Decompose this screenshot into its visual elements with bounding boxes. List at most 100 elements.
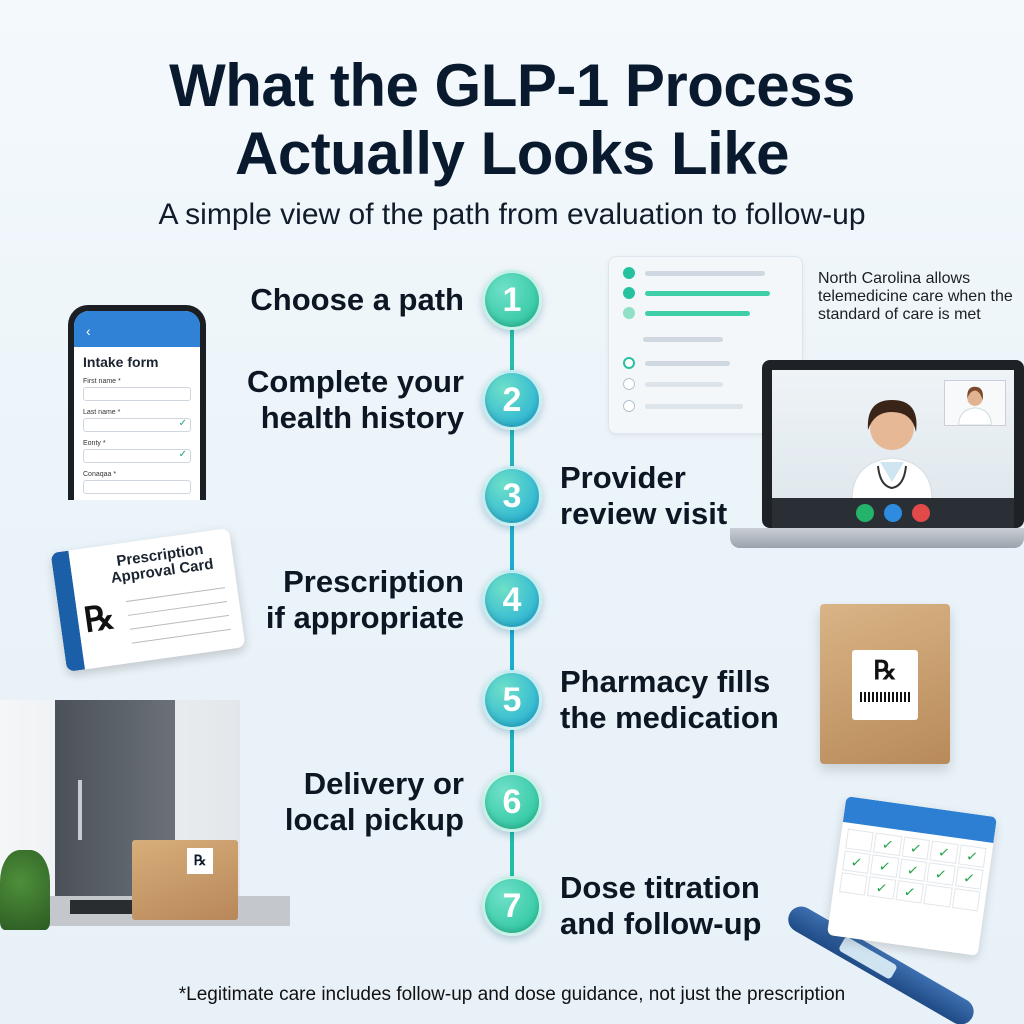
phone-header: ‹ [74, 311, 200, 347]
video-call-screen [772, 370, 1014, 528]
field-label: Conaqaa * [83, 471, 117, 478]
check-icon: ✓ [842, 850, 872, 874]
door-handle [78, 780, 82, 840]
divider [129, 614, 229, 630]
title-line-1: What the GLP-1 Process [169, 52, 855, 119]
placeholder-bar [645, 270, 765, 276]
field-label: Eonty * [83, 440, 106, 447]
check-icon: ✓ [954, 866, 984, 890]
calendar-cell [845, 828, 875, 853]
step-label-line-1: Complete your [246, 364, 464, 399]
phone-body: Intake form First name * Last name * ✓ E… [74, 347, 200, 500]
placeholder-bar [645, 310, 750, 316]
field-input [83, 387, 191, 401]
step-label-line-2: review visit [560, 496, 728, 531]
calendar-cell [923, 884, 953, 908]
prescription-approval-card: Prescription Approval Card ℞ [50, 528, 246, 672]
placeholder-bar [645, 360, 730, 366]
radio-icon [623, 378, 635, 390]
delivery-box: ℞ [132, 840, 238, 920]
page-subtitle: A simple view of the path from evaluatio… [158, 198, 866, 231]
phone-illustration: ‹ Intake form First name * Last name * ✓… [68, 305, 206, 500]
step-label-line-2: health history [260, 400, 464, 435]
delivery-door-scene: ℞ [0, 700, 290, 950]
doctor-illustration [851, 400, 933, 500]
patient-illustration [958, 386, 992, 426]
field-label: Last name * [83, 409, 121, 416]
field-input: ✓ [83, 418, 191, 432]
check-icon: ✓ [178, 449, 187, 460]
step-label-line-1: Choose a path [250, 282, 464, 317]
step-label-line-1: Delivery or [303, 766, 464, 801]
check-icon: ✓ [957, 844, 987, 868]
dot-icon [623, 267, 635, 279]
calendar-cell [951, 888, 981, 912]
calendar-cell [839, 872, 868, 896]
placeholder-bar [643, 337, 723, 342]
step-label-line-1: Provider [560, 460, 686, 495]
phone-screen: ‹ Intake form First name * Last name * ✓… [74, 311, 200, 500]
check-icon: ✓ [901, 836, 931, 861]
camera-icon[interactable] [856, 504, 874, 522]
check-icon: ✓ [898, 858, 928, 882]
step-number-3: 3 [482, 466, 542, 526]
divider [127, 601, 228, 616]
laptop-illustration [762, 360, 1024, 528]
step-label-line-1: Prescription [283, 564, 464, 599]
step-label-line-1: Dose titration [560, 870, 760, 905]
step-number-2: 2 [482, 370, 542, 430]
dot-icon [623, 287, 635, 299]
title-line-2: Actually Looks Like [235, 120, 790, 187]
hang-up-icon[interactable] [912, 504, 930, 522]
rx-icon: ℞ [187, 848, 213, 874]
field-label: First name * [83, 378, 121, 385]
divider [131, 628, 231, 644]
calendar-illustration: ✓ ✓ ✓ ✓ ✓ ✓ ✓ ✓ ✓ ✓ ✓ [826, 796, 998, 956]
self-view-video [944, 380, 1006, 426]
check-icon: ✓ [867, 876, 897, 900]
step-label-1: Choose a path [250, 282, 464, 318]
placeholder-bar [645, 381, 723, 387]
rx-icon: ℞ [81, 597, 118, 641]
radio-icon [623, 400, 635, 412]
divider [125, 587, 226, 603]
field-input: ✓ [83, 449, 191, 463]
check-icon: ✓ [929, 840, 959, 864]
page-title: What the GLP-1 Process Actually Looks Li… [0, 52, 1024, 188]
radio-selected-icon [623, 357, 635, 369]
check-icon: ✓ [873, 832, 903, 857]
step-label-line-2: local pickup [284, 802, 464, 837]
step-label-line-2: if appropriate [265, 600, 464, 635]
step-number-7: 7 [482, 876, 542, 936]
form-checklist-card [608, 256, 803, 434]
mic-icon[interactable] [884, 504, 902, 522]
step-number-1: 1 [482, 270, 542, 330]
check-icon: ✓ [895, 880, 925, 904]
placeholder-bar [645, 403, 743, 409]
nc-telemedicine-note: North Carolina allows telemedicine care … [818, 270, 1013, 323]
rx-card-title: Prescription Approval Card [109, 540, 215, 587]
check-icon: ✓ [178, 418, 187, 429]
bush-icon [0, 850, 50, 930]
step-number-5: 5 [482, 670, 542, 730]
back-icon: ‹ [86, 323, 91, 339]
check-icon: ✓ [870, 854, 900, 878]
step-label-line-2: and follow-up [560, 906, 762, 941]
step-label-line-2: the medication [560, 700, 779, 735]
step-number-4: 4 [482, 570, 542, 630]
intake-form-title: Intake form [83, 354, 159, 370]
pharmacy-bag: ℞ [820, 604, 950, 764]
barcode-icon [860, 692, 910, 702]
laptop-base [730, 528, 1024, 548]
step-label-line-1: Pharmacy fills [560, 664, 771, 699]
step-number-6: 6 [482, 772, 542, 832]
dot-icon [623, 307, 635, 319]
placeholder-bar [645, 290, 770, 296]
footnote: *Legitimate care includes follow-up and … [178, 984, 846, 1005]
